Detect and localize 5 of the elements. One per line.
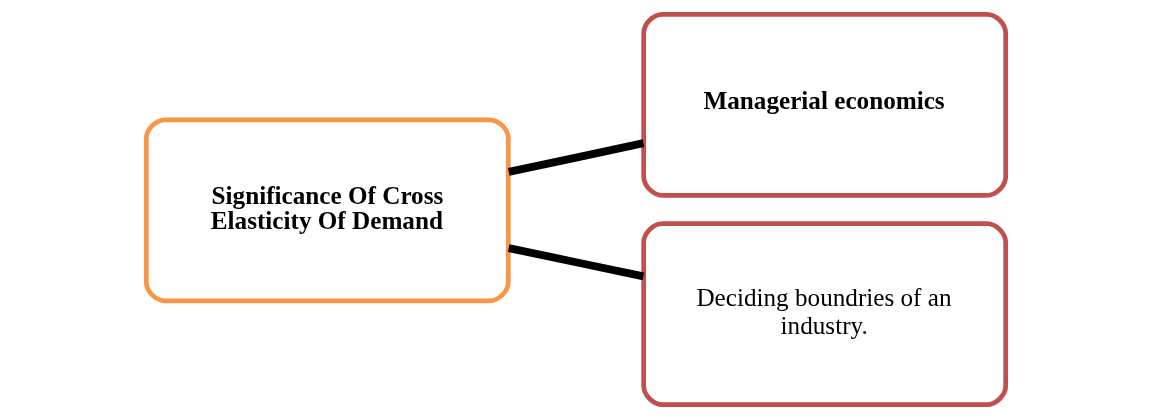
node-box: Significance Of Cross Elasticity Of Demand <box>143 117 511 304</box>
node-box: Deciding boundries of an industry. <box>641 221 1009 408</box>
connector <box>507 244 645 281</box>
connector <box>507 139 645 176</box>
node-box: Managerial economics <box>641 11 1009 198</box>
